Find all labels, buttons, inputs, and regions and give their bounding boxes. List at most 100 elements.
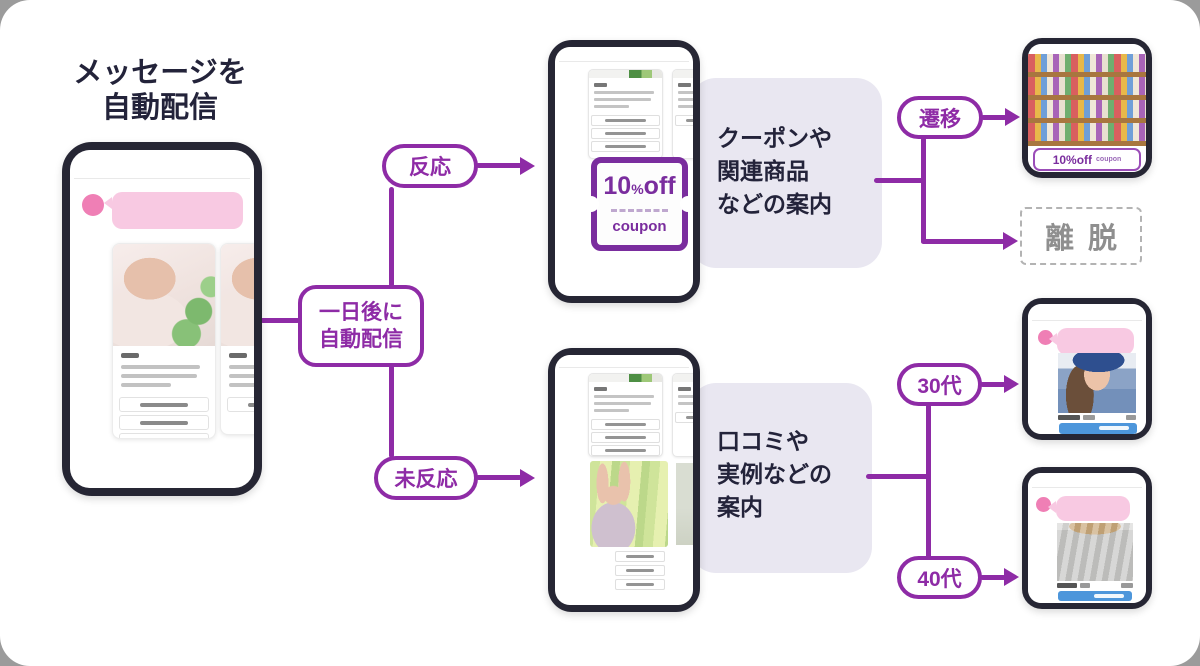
coupon-card: 10%off coupon [583,157,693,251]
mock-button [675,115,693,126]
text-placeholder [229,383,254,387]
chat-divider [1032,487,1142,488]
mini-card-partial [672,69,693,159]
mock-button [615,565,665,576]
transition-label: 遷移 [919,107,961,131]
arrow-right-icon [1005,108,1020,126]
coupon-discount-text: 10%off [603,171,676,200]
text-placeholder [594,387,607,391]
text-placeholder [121,353,139,358]
text-placeholder [594,98,651,101]
diagram-title: メッセージを 自動配信 [40,56,280,126]
mock-button [591,128,660,139]
text-placeholder [678,83,691,87]
text-placeholder [121,365,201,369]
info-box-coupon-line1: クーポンや [717,125,832,151]
text-placeholder [121,383,171,387]
mock-button [615,551,665,562]
text-placeholder [678,105,693,108]
mock-button [591,141,660,152]
phone-age30-screen [1028,304,1146,434]
message-caption [1057,583,1133,588]
text-placeholder [678,402,693,405]
mock-button [591,419,660,430]
diagram-title-line1: メッセージを [73,57,247,89]
ticket-notch [680,196,693,212]
arrow-right-icon [1004,568,1019,586]
age30-photo-denim-woman [1058,353,1136,413]
line-to-exit [921,239,1005,244]
trigger-node-line1: 一日後に [319,301,403,324]
review-photo-partial [676,463,693,545]
review-photo-woman [590,461,668,547]
line-age30-arrow [980,382,1006,387]
chat-bubble [1048,496,1130,521]
info-box-coupon-line2: 関連商品 [717,158,809,184]
text-placeholder [121,374,197,378]
text-placeholder [594,402,651,405]
text-placeholder [229,353,247,358]
text-placeholder [229,365,254,369]
arrow-right-icon [520,469,535,487]
line-split-vertical [921,137,926,244]
mock-button [119,415,209,430]
mini-card [588,69,663,159]
text-placeholder [594,91,654,94]
trigger-node-line2: 自動配信 [319,328,403,351]
age-40-label: 40代 [917,567,962,591]
trigger-node: 一日後に 自動配信 [298,285,424,367]
line-trigger-to-not-responded [389,365,394,458]
phone-store-screen: 10%off coupon [1028,44,1146,172]
phone-source-screen [70,150,254,488]
chat-bubble [1049,328,1134,355]
info-box-coupon-line3: などの案内 [717,191,832,217]
line-review-to-split [866,474,930,479]
text-placeholder [594,395,654,398]
exit-label: 離脱 [1044,223,1131,255]
text-placeholder [678,387,691,391]
product-card [112,243,216,439]
line-responded-arrow [476,163,522,168]
mini-card [588,373,663,457]
line-age-vertical [926,404,931,560]
mini-card-photo [673,374,693,382]
phone-review-message [548,348,700,612]
branch-responded-pill: 反応 [382,144,478,188]
arrow-right-icon [520,157,535,175]
store-banner-discount: 10%off [1052,152,1093,167]
text-placeholder [229,374,254,378]
info-box-review-line2: 実例などの [717,461,832,487]
mock-button [675,412,693,423]
phone-coupon-message: 10%off coupon [548,40,700,303]
mini-card-photo [673,70,693,78]
mini-card-photo [589,70,662,78]
exit-box: 離脱 [1020,207,1142,265]
coupon-caption: coupon [612,217,667,235]
mock-button-group [615,551,665,590]
message-action-button [1059,423,1137,434]
text-placeholder [678,91,693,94]
mock-button [591,432,660,443]
branch-not-responded-pill: 未反応 [374,456,478,500]
product-card-partial [220,243,254,435]
mini-card-partial [672,373,693,457]
phone-age40-screen [1028,473,1146,603]
line-transition-arrow [981,115,1007,120]
chat-divider [559,61,689,62]
chat-bubble [104,192,243,229]
line-age40-arrow [980,575,1006,580]
info-box-review-line1: 口コミや [717,428,809,454]
store-banner-caption: coupon [1096,156,1122,163]
age-30-label: 30代 [917,374,962,398]
phone-source [62,142,262,496]
arrow-right-icon [1003,232,1018,250]
branch-not-responded-label: 未反応 [394,468,458,491]
line-not-responded-arrow [476,475,522,480]
chat-avatar [82,194,104,216]
product-photo-woman [221,244,254,346]
text-placeholder [594,409,629,412]
phone-store-page: 10%off coupon [1022,38,1152,178]
store-shelf-photo [1028,54,1146,146]
ticket-notch [583,196,599,212]
